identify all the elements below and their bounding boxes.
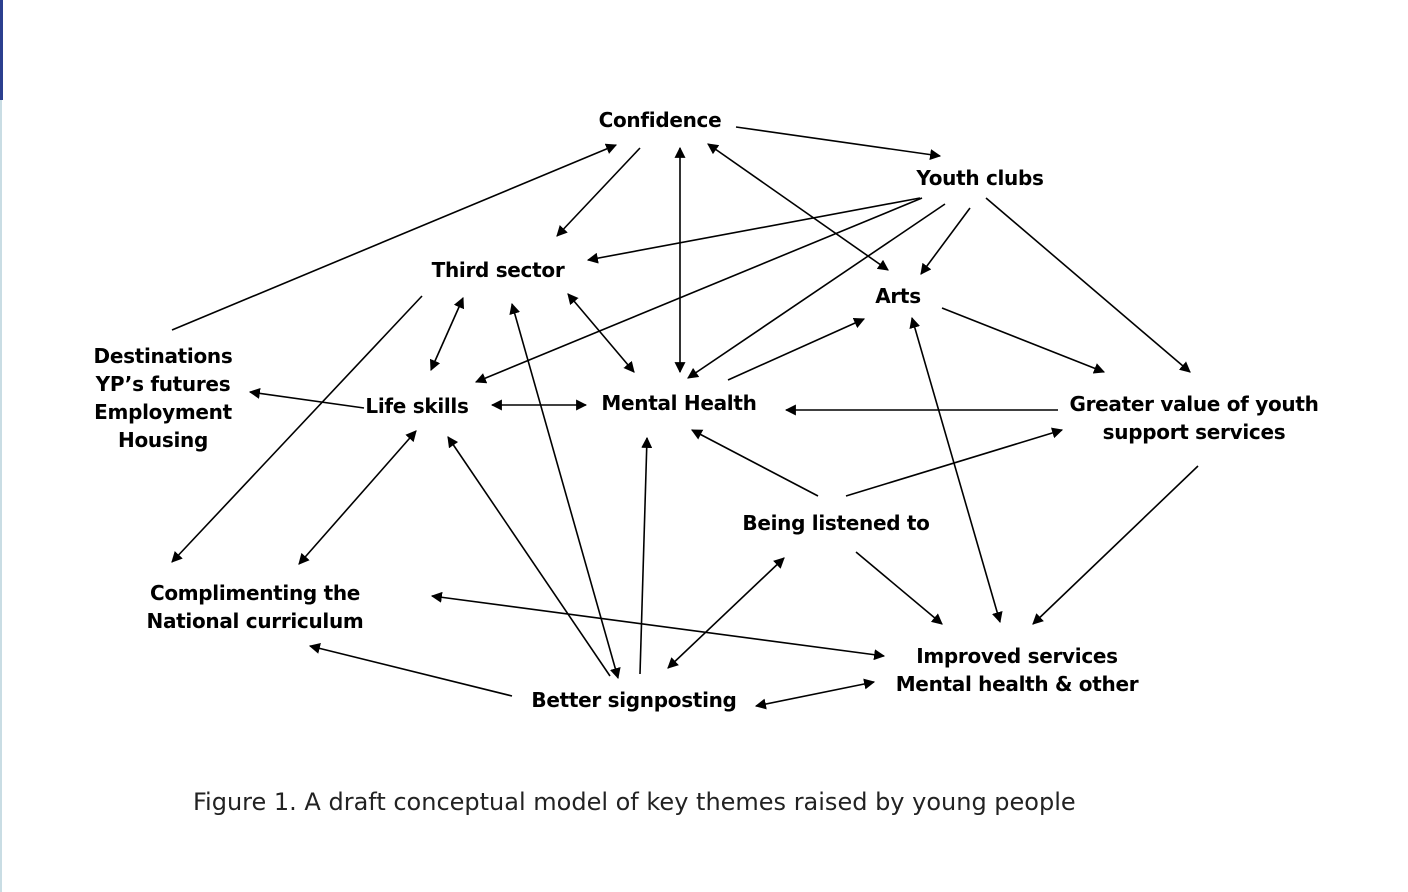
edge-youth-clubs-to-mental-health — [687, 203, 946, 379]
node-label-line: Life skills — [365, 394, 468, 418]
edge-better-signposting-to-complimenting — [308, 643, 513, 697]
edge-better-signposting-to-life-skills — [447, 436, 611, 677]
edge-third-sector-to-life-skills — [429, 296, 465, 372]
node-arts: Arts — [875, 284, 921, 308]
node-label-line: Improved services — [916, 644, 1118, 668]
edge-being-listened-to-mental-health — [691, 429, 819, 497]
edge-mental-health-to-arts — [727, 318, 866, 381]
node-label-line: Complimenting the — [150, 581, 360, 605]
edge-being-listened-to-improved-services — [855, 551, 943, 625]
node-life-skills: Life skills — [365, 394, 468, 418]
node-better-signposting: Better signposting — [531, 688, 736, 712]
left-accent-bar — [0, 0, 3, 100]
node-label-line: Confidence — [599, 108, 722, 132]
edge-youth-clubs-to-greater-value — [985, 197, 1191, 373]
edge-youth-clubs-to-third-sector — [586, 197, 921, 264]
node-label-line: Greater value of youth — [1069, 392, 1318, 416]
figure-caption: Figure 1. A draft conceptual model of ke… — [193, 788, 1076, 816]
left-rule — [0, 100, 2, 892]
edge-third-sector-to-complimenting — [171, 295, 423, 563]
node-label-line: National curriculum — [147, 609, 364, 633]
edge-confidence-to-youth-clubs — [735, 126, 942, 161]
node-label-line: support services — [1103, 420, 1286, 444]
node-mental-health: Mental Health — [601, 391, 756, 415]
edge-being-listened-to-greater-value — [845, 427, 1064, 497]
node-label-line: Destinations — [94, 344, 233, 368]
node-greater-value: Greater value of youth support services — [1069, 392, 1318, 444]
node-label-line: Better signposting — [531, 688, 736, 712]
edge-greater-value-to-improved-services — [1032, 465, 1199, 625]
edge-complimenting-to-improved-services — [430, 591, 886, 661]
edge-better-signposting-to-improved-services — [754, 678, 876, 710]
edge-better-signposting-to-third-sector — [509, 302, 621, 680]
node-confidence: Confidence — [599, 108, 722, 132]
node-third-sector: Third sector — [432, 258, 565, 282]
edge-better-signposting-to-being-listened — [667, 557, 785, 669]
node-label-line: Employment — [94, 400, 232, 424]
edge-youth-clubs-to-life-skills — [474, 197, 923, 384]
edge-life-skills-to-complimenting — [298, 430, 417, 565]
edge-destinations-to-confidence — [171, 143, 618, 331]
edge-better-signposting-to-mental-health — [639, 436, 653, 675]
node-label-line: Youth clubs — [915, 166, 1043, 190]
node-label-line: YP’s futures — [95, 372, 231, 396]
edge-arts-to-improved-services — [909, 316, 1003, 624]
node-label-line: Being listened to — [742, 511, 929, 535]
node-being-listened: Being listened to — [742, 511, 929, 535]
node-label-line: Mental health & other — [896, 672, 1139, 696]
edges-layer — [171, 126, 1199, 710]
edge-arts-to-greater-value — [941, 307, 1106, 374]
node-label-line: Third sector — [432, 258, 565, 282]
node-label-line: Arts — [875, 284, 921, 308]
edge-youth-clubs-to-arts — [920, 207, 971, 275]
node-label-line: Mental Health — [601, 391, 756, 415]
edge-confidence-to-third-sector — [556, 147, 641, 237]
edge-life-skills-to-destinations — [248, 387, 365, 409]
node-youth-clubs: Youth clubs — [915, 166, 1043, 190]
edge-third-sector-to-mental-health — [567, 293, 635, 373]
edge-arts-to-confidence — [707, 143, 889, 271]
node-label-line: Housing — [118, 428, 208, 452]
